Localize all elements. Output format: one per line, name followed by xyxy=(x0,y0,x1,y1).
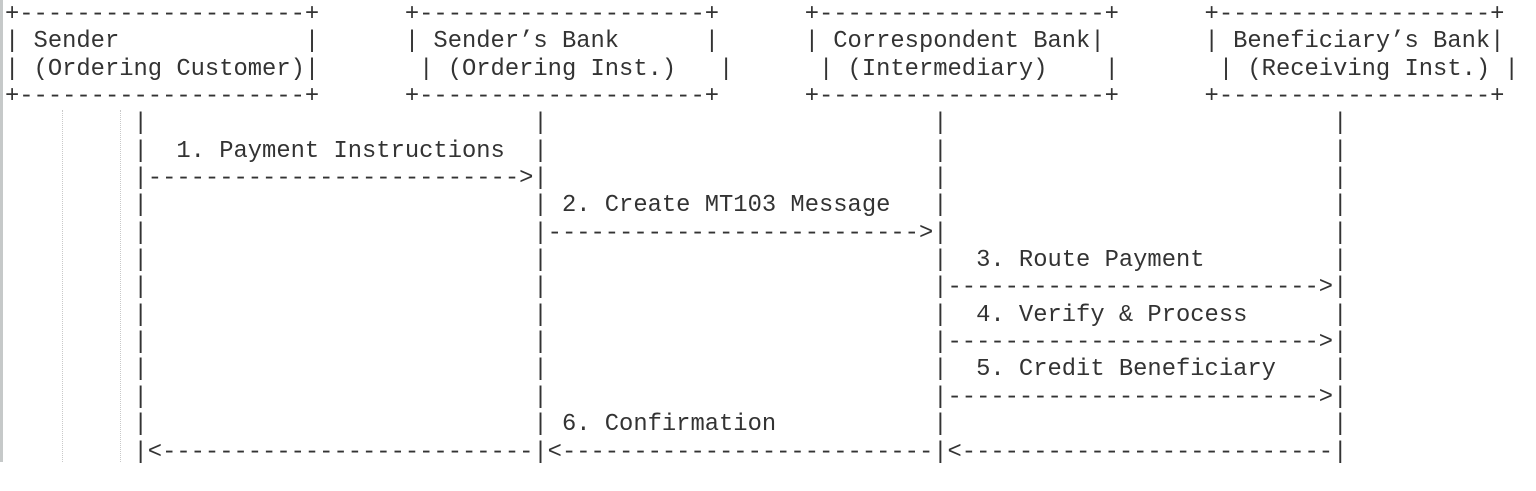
window-edge-line xyxy=(0,0,3,462)
indent-guide xyxy=(120,110,121,462)
ascii-sequence-diagram[interactable]: +--------------------+ +----------------… xyxy=(5,1,1519,466)
indent-guide xyxy=(62,110,63,462)
